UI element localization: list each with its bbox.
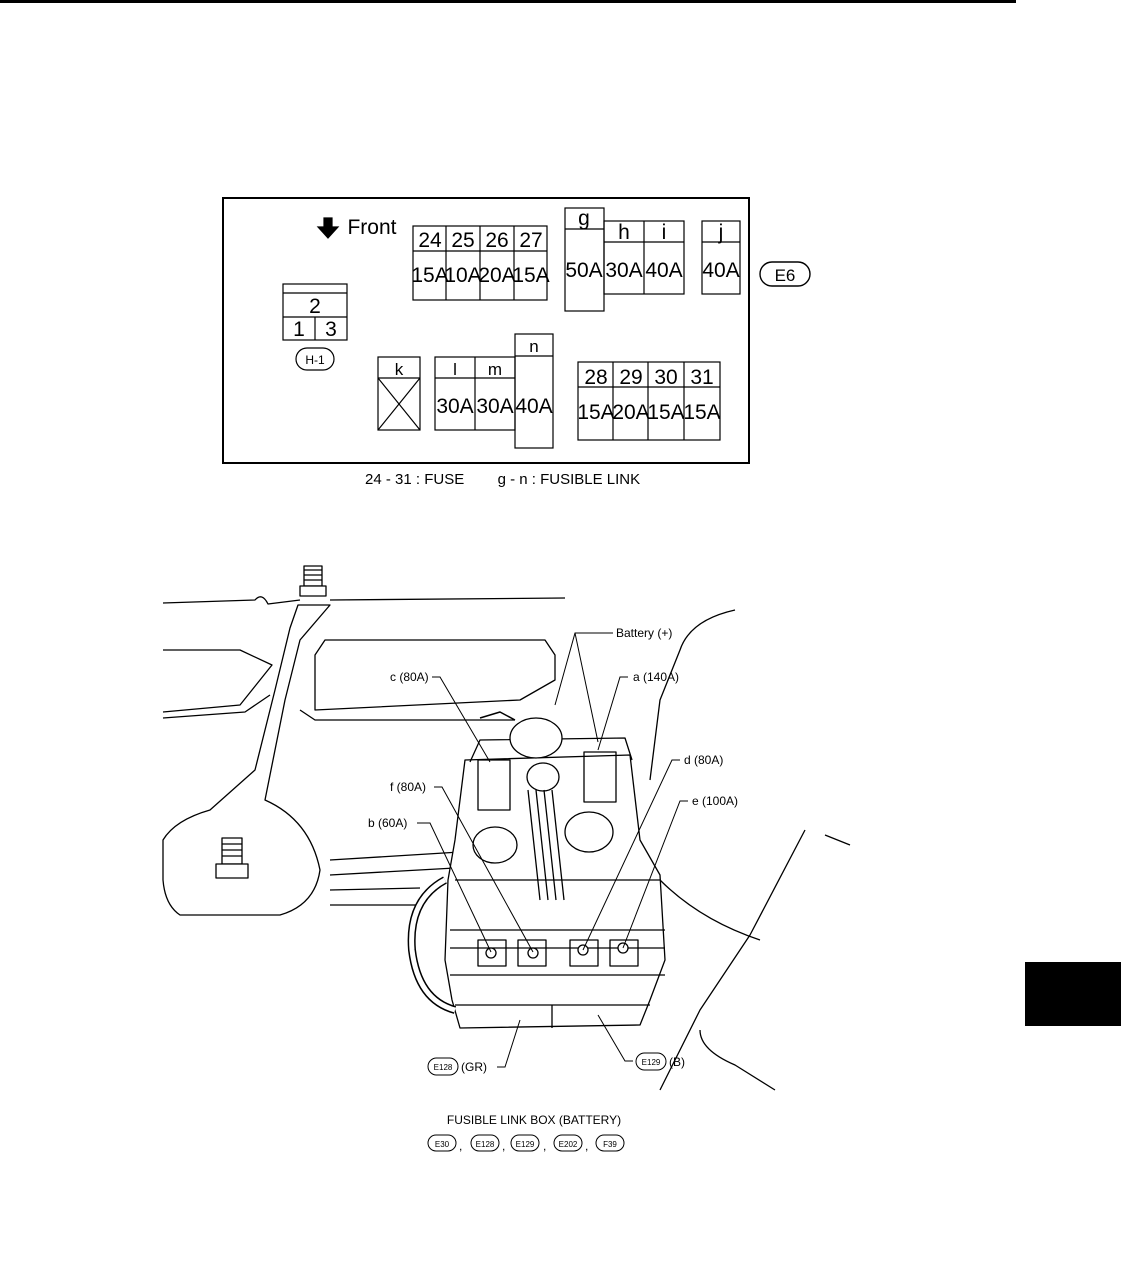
link-letter: i xyxy=(662,221,667,244)
relay-pin-right: 3 xyxy=(325,318,337,341)
connector-e129-label: E129 xyxy=(642,1058,661,1067)
fuse-panel-caption: 24 - 31 : FUSE g - n : FUSIBLE LINK xyxy=(365,471,640,488)
link-rating: 30A xyxy=(436,395,473,418)
connector-e128-color: (GR) xyxy=(461,1060,487,1074)
link-letter: g xyxy=(578,207,590,230)
connector-label: E129 xyxy=(516,1140,535,1149)
connector-label: E202 xyxy=(559,1140,578,1149)
connector-e129-color: (B) xyxy=(669,1055,685,1069)
link-letter: m xyxy=(488,360,502,379)
callout-a: a (140A) xyxy=(633,670,679,684)
fuse-rating: 15A xyxy=(683,401,720,424)
fuse-rating: 20A xyxy=(612,401,649,424)
fuse-number: 25 xyxy=(451,229,474,252)
connector-label: E128 xyxy=(476,1140,495,1149)
fuse-rating: 20A xyxy=(478,264,515,287)
fuse-number: 24 xyxy=(418,229,442,252)
fuse-number: 27 xyxy=(519,229,542,252)
bracket-bolt-icon xyxy=(299,565,327,597)
link-letter: h xyxy=(618,221,630,244)
link-letter: j xyxy=(718,221,724,244)
callout-b: b (60A) xyxy=(368,816,407,830)
fuse-rating: 15A xyxy=(577,401,614,424)
callout-d: d (80A) xyxy=(684,753,723,767)
svg-text:,: , xyxy=(459,1139,462,1153)
link-rating: 30A xyxy=(476,395,513,418)
caption-fuse: 24 - 31 : FUSE xyxy=(365,471,465,488)
mounting-bracket xyxy=(162,604,331,916)
connector-label: E30 xyxy=(435,1140,450,1149)
relay-h1-label: H-1 xyxy=(305,353,325,367)
fuse-number: 29 xyxy=(619,366,642,389)
fuse-number: 28 xyxy=(584,366,607,389)
fuse-panel-frame xyxy=(222,197,750,464)
fuse-rating: 15A xyxy=(512,264,549,287)
link-rating: 30A xyxy=(605,259,642,282)
fuse-number: 26 xyxy=(485,229,508,252)
link-rating: 40A xyxy=(515,395,552,418)
link-letter: k xyxy=(395,360,404,379)
fuse-rating: 10A xyxy=(444,264,481,287)
callout-battery-positive: Battery (+) xyxy=(616,626,672,640)
bracket-bolt-icon xyxy=(215,837,249,879)
connector-e6-label: E6 xyxy=(775,266,796,285)
link-rating: 40A xyxy=(645,259,682,282)
callout-f: f (80A) xyxy=(390,780,426,794)
link-rating: 40A xyxy=(702,259,739,282)
link-letter: l xyxy=(453,360,457,379)
section-tab-marker xyxy=(1025,962,1121,1026)
relay-pin-top: 2 xyxy=(309,295,321,318)
fuse-number: 31 xyxy=(690,366,713,389)
link-rating: 50A xyxy=(565,259,602,282)
front-arrow-icon xyxy=(316,217,340,239)
battery-top xyxy=(314,639,556,711)
svg-text:,: , xyxy=(543,1139,546,1153)
svg-text:,: , xyxy=(585,1139,588,1153)
page-top-rule xyxy=(0,0,1016,3)
fuse-rating: 15A xyxy=(647,401,684,424)
fuse-panel-diagram: Front 24 25 26 27 15A 10A 20A 15A g 50A … xyxy=(282,207,811,449)
callout-e: e (100A) xyxy=(692,794,738,808)
caption-fusible-link: g - n : FUSIBLE LINK xyxy=(497,471,641,488)
box-title: FUSIBLE LINK BOX (BATTERY) xyxy=(447,1113,621,1127)
svg-text:,: , xyxy=(502,1139,505,1153)
connector-label: F39 xyxy=(603,1140,617,1149)
fuse-rating: 15A xyxy=(411,264,448,287)
front-label: Front xyxy=(347,216,396,239)
relay-pin-left: 1 xyxy=(293,318,305,341)
connector-e128-label: E128 xyxy=(434,1063,453,1072)
fuse-number: 30 xyxy=(654,366,677,389)
link-letter: n xyxy=(529,337,538,356)
callout-c: c (80A) xyxy=(390,670,429,684)
